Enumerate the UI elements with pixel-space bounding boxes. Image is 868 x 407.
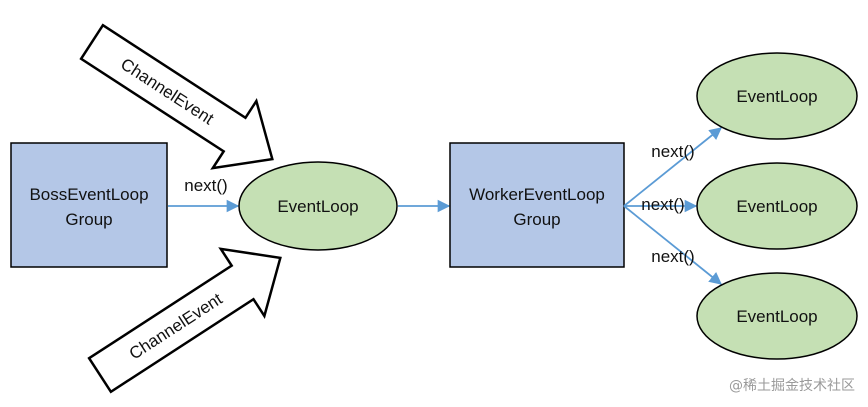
worker-next-label-bottom: next()	[651, 247, 694, 266]
boss-group-label-line2: Group	[65, 210, 112, 229]
worker-event-loop-bottom-ellipse	[696, 272, 858, 360]
worker-event-loop-top-label: EventLoop	[736, 87, 817, 106]
worker-event-loop-top-ellipse	[696, 52, 858, 140]
worker-to-event-loop-bottom-arrow	[623, 205, 722, 285]
boss-event-loop-label: EventLoop	[277, 197, 358, 216]
channel-event-arrow-top-shape	[79, 23, 274, 170]
worker-group-label-line1: WorkerEventLoop	[469, 185, 605, 204]
worker-group-label-line2: Group	[513, 210, 560, 229]
watermark: @稀土掘金技术社区	[729, 378, 855, 394]
worker-next-label-middle: next()	[641, 195, 684, 214]
boss-event-loop-group-box	[10, 142, 168, 268]
worker-event-loop-middle-label: EventLoop	[736, 197, 817, 216]
worker-event-loop-bottom-label: EventLoop	[736, 307, 817, 326]
worker-to-event-loop-top-arrow	[623, 127, 722, 207]
channel-event-arrow-bottom-shape	[87, 247, 282, 394]
boss-next-label: next()	[184, 176, 227, 195]
boss-event-loop-ellipse	[238, 161, 398, 251]
worker-event-loop-middle-ellipse	[696, 162, 858, 250]
worker-event-loop-group-box	[449, 142, 625, 268]
boss-group-label-line1: BossEventLoop	[29, 185, 148, 204]
worker-next-label-top: next()	[651, 142, 694, 161]
